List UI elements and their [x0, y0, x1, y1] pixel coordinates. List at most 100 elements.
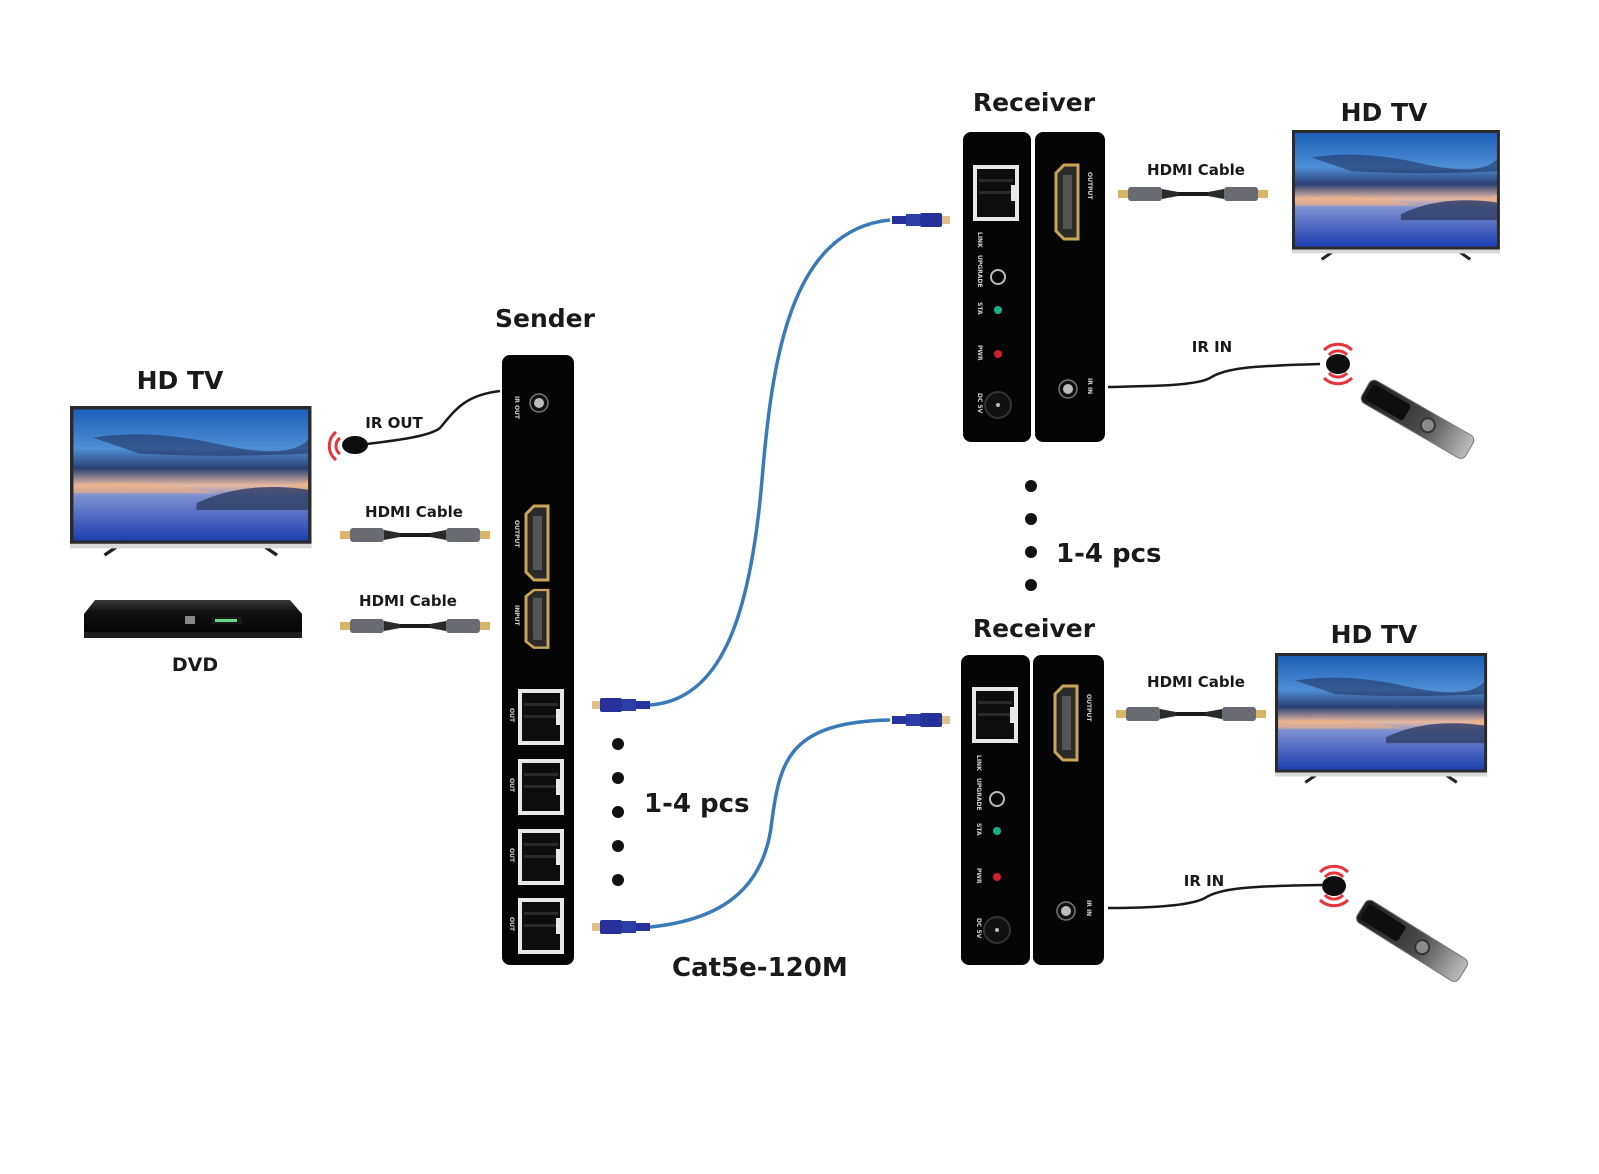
port-label: INPUT [513, 605, 520, 627]
ir-in-label: IR IN [1184, 872, 1225, 890]
sender-count-indicator: 1-4 pcs [612, 738, 750, 886]
hdmi-cable-icon [1116, 707, 1266, 721]
dvd-label: DVD [172, 654, 218, 676]
port-label: LINK [976, 232, 983, 248]
ir-out-cable [366, 389, 501, 446]
port-label: OUTPUT [1085, 694, 1092, 722]
port-label: OUT [508, 778, 515, 793]
rj45-plug-icon [892, 713, 950, 727]
port-label: UPGRADE [976, 255, 983, 288]
hdmi-output-socket-icon [1054, 163, 1080, 241]
rj45-socket-icon [518, 759, 564, 815]
receiver-tv-icon [1273, 651, 1489, 784]
hdmi-output-socket-icon [524, 504, 550, 582]
rj45-plug-icon [592, 698, 650, 712]
rj45-plug-icon [892, 213, 950, 227]
rj45-socket-icon [518, 689, 564, 745]
rj45-socket-icon [518, 829, 564, 885]
hdmi-cable-label: HDMI Cable [1147, 673, 1245, 691]
receiver-count-indicator: 1-4 pcs [1025, 480, 1162, 591]
ir-in-cable [1107, 362, 1321, 389]
ellipsis-dot [612, 772, 624, 784]
ellipsis-dot [1025, 513, 1037, 525]
port-label: OUTPUT [1086, 172, 1093, 200]
remote-control-icon [1358, 377, 1477, 462]
receiver-tv-icon [1290, 128, 1502, 261]
receiver-output-panel [1035, 132, 1105, 442]
rj45-plug-icon [592, 920, 650, 934]
ir-wave-icon [327, 430, 342, 462]
hdmi-cable-dvd-label: HDMI Cable [359, 592, 457, 610]
hdmi-cable-tv-label: HDMI Cable [365, 503, 463, 521]
power-led-icon [994, 350, 1002, 358]
sender-count-label: 1-4 pcs [644, 789, 750, 819]
rj45-socket-icon [518, 898, 564, 954]
port-label: PWR [976, 345, 983, 361]
status-led-icon [993, 827, 1001, 835]
ir-out-label: IR OUT [365, 414, 423, 432]
ir-in-cable [1107, 883, 1323, 910]
ellipsis-dot [612, 806, 624, 818]
port-label: STA [976, 302, 983, 315]
cat5e-cable-1 [592, 213, 950, 712]
receiver-output-panel [1033, 655, 1104, 965]
ellipsis-dot [612, 874, 624, 886]
hdmi-cable-icon [340, 528, 490, 542]
cable-spec-label: Cat5e-120M [672, 953, 848, 983]
port-label: IR IN [1086, 378, 1093, 394]
port-label: DC 5V [975, 918, 982, 939]
hdmi-output-socket-icon [1053, 684, 1079, 762]
dvd-player-icon [84, 600, 302, 638]
port-label: OUT [508, 848, 515, 863]
power-led-icon [993, 873, 1001, 881]
port-label: IR IN [1085, 900, 1092, 916]
ir-out-emitter: IR OUT [327, 389, 501, 462]
port-label: STA [975, 823, 982, 836]
ellipsis-dot [612, 738, 624, 750]
source-tv-group: HD TV [68, 366, 314, 557]
ellipsis-dot [1025, 579, 1037, 591]
ellipsis-dot [1025, 546, 1037, 558]
receiver-tv-label: HD TV [1341, 98, 1428, 127]
remote-control-icon [1353, 897, 1471, 985]
ellipsis-dot [1025, 480, 1037, 492]
receiver-2: Receiver LINK UPGRADE STA PWR DC 5V OUTP… [961, 614, 1489, 985]
sender-device: Sender IR OUT OUTPUT INPUT OUT OUT OUT O… [495, 304, 596, 965]
port-label: IR OUT [513, 396, 520, 420]
receiver-1: Receiver LINK UPGRADE STA PWR DC 5V OUTP… [963, 88, 1502, 462]
upgrade-button-icon [990, 269, 1006, 285]
hdmi-cable-dvd: HDMI Cable [340, 592, 490, 633]
source-tv-label: HD TV [137, 366, 224, 395]
hdmi-cable-label: HDMI Cable [1147, 161, 1245, 179]
hdmi-cable-icon [340, 619, 490, 633]
status-led-icon [994, 306, 1002, 314]
cat5e-cable-2 [592, 713, 950, 934]
ir-receiver-icon [1326, 354, 1350, 374]
ir-emitter-icon [342, 436, 368, 454]
receiver-tv-label: HD TV [1331, 620, 1418, 649]
receiver-label: Receiver [973, 614, 1096, 643]
port-label: UPGRADE [975, 778, 982, 811]
port-label: OUT [508, 917, 515, 932]
port-label: PWR [975, 868, 982, 884]
rj45-socket-icon [972, 687, 1018, 743]
port-label: DC 5V [976, 393, 983, 414]
cat5e-cable-line [649, 718, 891, 929]
hdmi-cable-icon [1118, 187, 1268, 201]
dvd-player-group: DVD [84, 600, 302, 676]
port-label: OUT [508, 708, 515, 723]
sender-label: Sender [495, 304, 596, 333]
receiver-count-label: 1-4 pcs [1056, 539, 1162, 569]
source-tv-icon [68, 404, 314, 557]
hdmi-cable-tv: HDMI Cable [340, 503, 490, 542]
ir-receiver-icon [1322, 876, 1346, 896]
hdmi-input-socket-icon [524, 588, 550, 650]
ir-in-label: IR IN [1192, 338, 1233, 356]
ellipsis-dot [612, 840, 624, 852]
rj45-socket-icon [973, 165, 1019, 221]
cat5e-cable-line [649, 218, 891, 707]
port-label: OUTPUT [513, 520, 520, 548]
upgrade-button-icon [989, 791, 1005, 807]
receiver-label: Receiver [973, 88, 1096, 117]
